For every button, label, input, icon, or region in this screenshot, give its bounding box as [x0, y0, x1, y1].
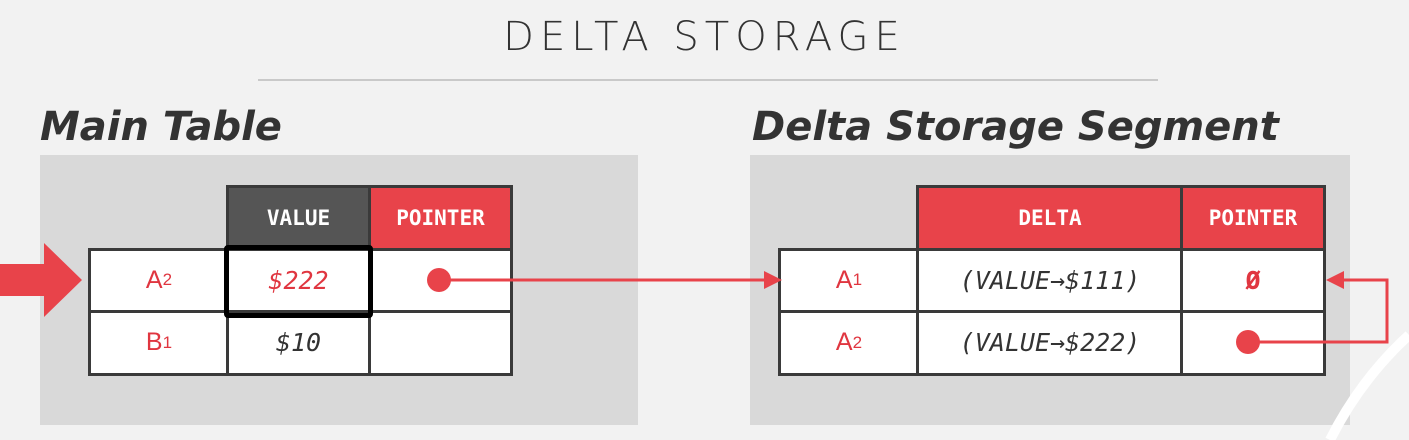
delta-row1-pointer: Ø	[1182, 249, 1324, 311]
main-row2-key-subscript: 1	[162, 332, 173, 352]
main-row1-key-letter: A	[145, 265, 163, 294]
delta-grid-line	[916, 185, 1326, 188]
arrow-head-icon	[1326, 271, 1344, 289]
delta-row1-delta: (VALUE→$111)	[918, 249, 1182, 311]
delta-grid-line	[778, 373, 1326, 376]
main-header-pointer: POINTER	[369, 187, 512, 249]
delta-row1-key-subscript: 1	[852, 270, 863, 289]
delta-row2-key-letter: A	[835, 328, 853, 356]
main-row1-key-subscript: 2	[162, 270, 173, 289]
main-grid-line	[88, 373, 513, 376]
delta-grid-line	[1323, 185, 1326, 376]
delta-grid-line	[1180, 185, 1183, 376]
main-row2-value: $10	[228, 311, 369, 374]
main-grid-line	[88, 310, 513, 313]
main-table-label: Main Table	[40, 104, 282, 150]
main-header-value: VALUE	[228, 187, 369, 249]
delta-row2-delta: (VALUE→$222)	[918, 311, 1182, 374]
delta-row1-key-letter: A	[835, 265, 853, 294]
main-row1-value: $222	[228, 249, 369, 311]
decorative-curve	[1325, 331, 1409, 440]
pointer-line	[1248, 278, 1389, 344]
delta-header-pointer: POINTER	[1182, 187, 1324, 249]
main-row2-key-letter: B	[145, 328, 163, 356]
slide-title: DELTA STORAGE	[503, 14, 906, 60]
delta-header-delta: DELTA	[918, 187, 1182, 249]
main-row2-pointer	[369, 311, 512, 374]
delta-segment-label: Delta Storage Segment	[752, 104, 1279, 150]
delta-grid-line	[778, 248, 1326, 251]
highlight-box	[224, 245, 373, 318]
delta-row2-key-subscript: 2	[852, 332, 863, 352]
arrow-head-icon	[764, 271, 782, 289]
title-divider	[258, 79, 1158, 81]
delta-grid-line	[778, 310, 1326, 313]
main-grid-line	[226, 185, 513, 188]
row-cursor-arrow-icon	[0, 243, 82, 317]
delta-grid-line	[916, 185, 919, 376]
